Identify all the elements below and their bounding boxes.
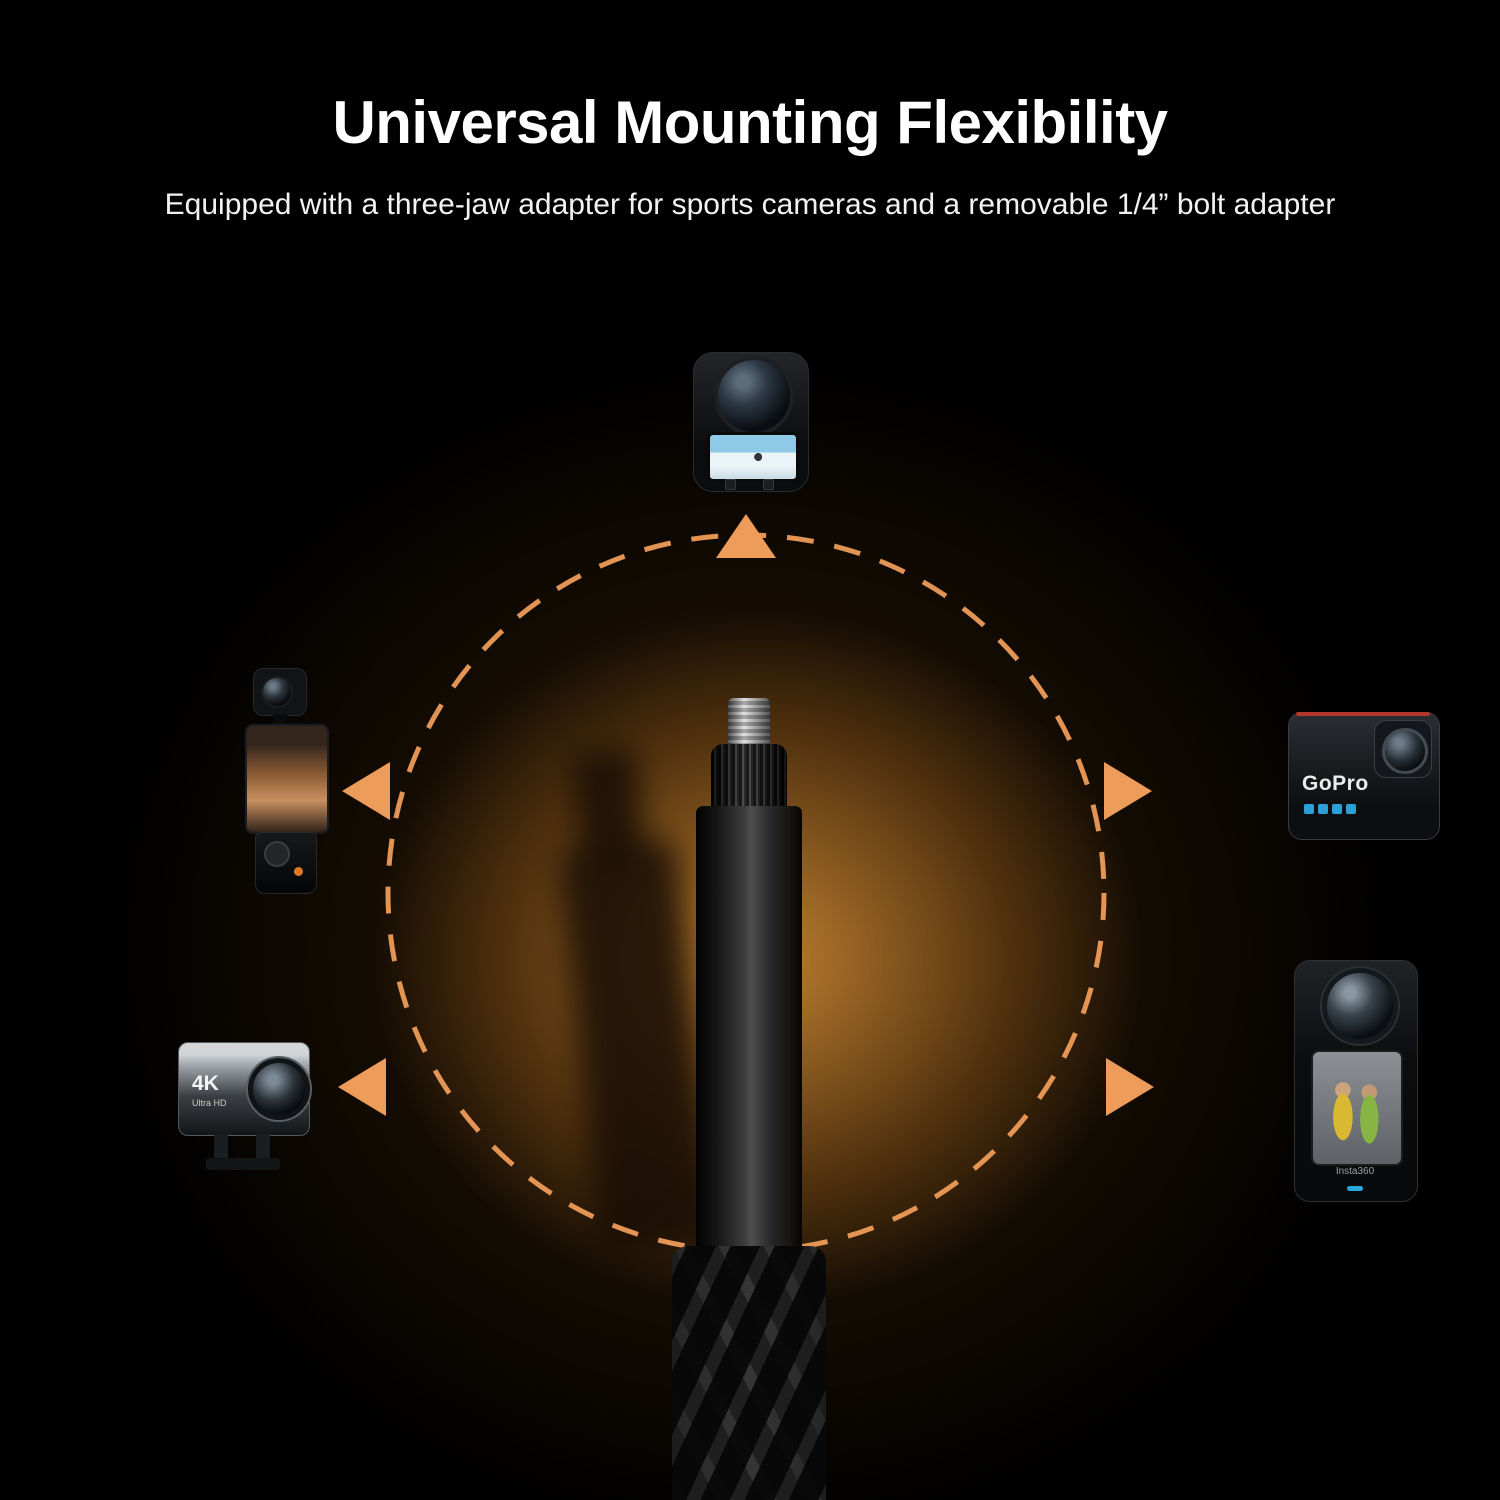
badge-4k: 4K (192, 1072, 219, 1095)
camera-button (763, 479, 774, 490)
camera-screen (245, 724, 329, 834)
camera-insta360-x4: Insta360 (1294, 960, 1418, 1202)
badge-ultra-hd: Ultra HD (192, 1098, 227, 1108)
header: Universal Mounting Flexibility Equipped … (0, 88, 1500, 227)
gimbal-neck (273, 714, 287, 724)
camera-360-top (693, 352, 809, 492)
record-button-icon (294, 867, 303, 876)
quarter-inch-screw (728, 698, 770, 746)
gimbal-handle (255, 832, 317, 894)
camera-screen (1311, 1050, 1403, 1166)
insta360-logo-text: Insta360 (1335, 1166, 1375, 1177)
control-dial (264, 841, 290, 867)
gopro-red-stripe (1296, 712, 1430, 716)
page-subtitle: Equipped with a three-jaw adapter for sp… (164, 188, 1336, 221)
pole-tube (696, 806, 802, 1250)
page-title: Universal Mounting Flexibility (332, 89, 1168, 156)
pole-knurled-cap (711, 744, 787, 808)
status-light-icon (1347, 1186, 1363, 1191)
gopro-logo-text: GoPro (1302, 772, 1369, 795)
mount-prong (214, 1134, 228, 1160)
camera-gopro: GoPro (1288, 712, 1440, 840)
lens-housing (1374, 720, 1432, 778)
gopro-logo-marks (1304, 804, 1356, 814)
camera-lens (1382, 728, 1428, 774)
camera-lens (1322, 968, 1398, 1044)
camera-pocket-gimbal (235, 668, 335, 894)
pole-carbon-grip (672, 1246, 826, 1500)
mount-prong (256, 1134, 270, 1160)
camera-4k-action: 4K Ultra HD (178, 1042, 310, 1174)
camera-screen (707, 432, 799, 482)
camera-button (725, 479, 736, 490)
camera-lens (248, 1058, 310, 1120)
camera-lens (714, 356, 794, 436)
camera-lens (261, 676, 293, 708)
mount-base (206, 1158, 280, 1170)
